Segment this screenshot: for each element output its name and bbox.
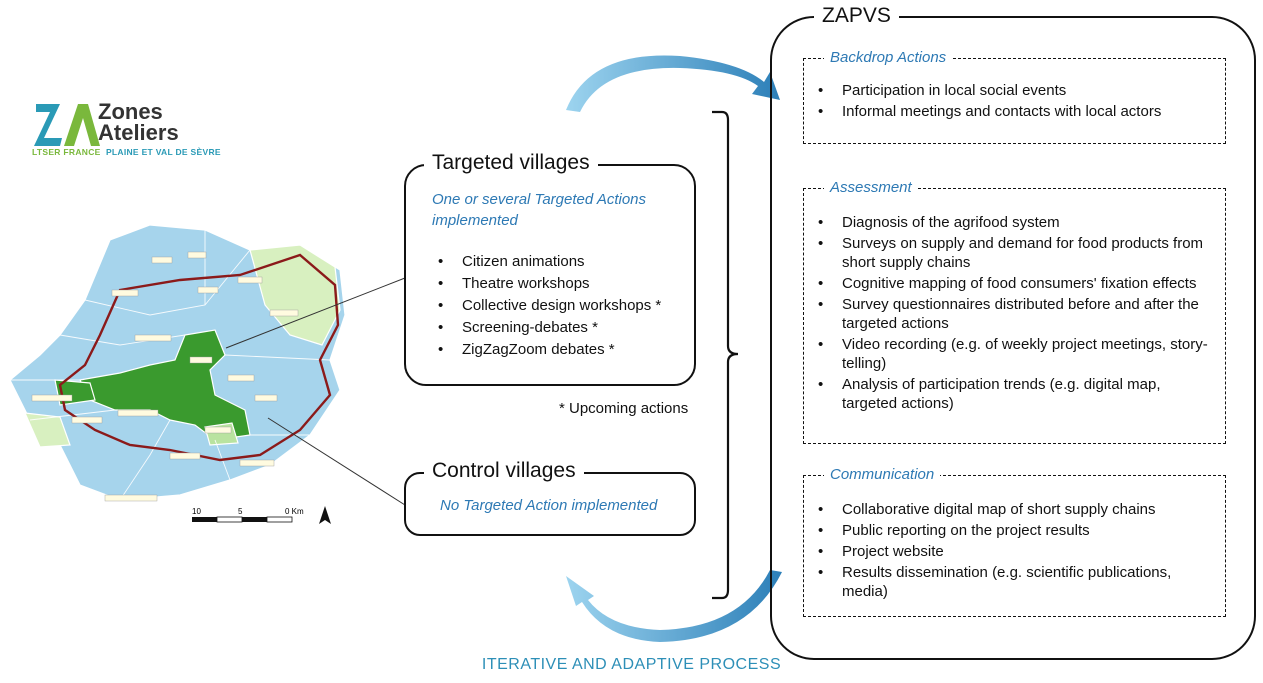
communication-list: Collaborative digital map of short suppl… (812, 500, 1212, 603)
control-villages-subtitle: No Targeted Action implemented (440, 497, 658, 514)
list-item: Diagnosis of the agrifood system (812, 213, 1212, 232)
logo-subtitle-right: PLAINE ET VAL DE SÈVRE (105, 147, 221, 157)
map-light-green-spot (204, 422, 239, 446)
list-item: Project website (812, 542, 1212, 561)
list-item: Theatre workshops (432, 274, 692, 294)
backdrop-actions-title: Backdrop Actions (824, 49, 953, 66)
list-item: Participation in local social events (812, 81, 1212, 100)
list-item: Public reporting on the project results (812, 521, 1212, 540)
communication-box (803, 475, 1226, 617)
upcoming-actions-note: * Upcoming actions (559, 400, 689, 417)
map-control-area-2 (24, 412, 71, 448)
map-scale-bar: 10 5 0 Km (192, 506, 331, 524)
list-item: Citizen animations (432, 252, 692, 272)
list-item: ZigZagZoom debates * (432, 340, 692, 360)
assessment-title: Assessment (824, 179, 918, 196)
list-item: Survey questionnaires distributed before… (812, 295, 1212, 333)
list-item: Cognitive mapping of food consumers' fix… (812, 274, 1212, 293)
bottom-cycle-arrow (566, 570, 782, 642)
logo-title-line2: Ateliers (98, 120, 179, 145)
list-item: Informal meetings and contacts with loca… (812, 102, 1212, 121)
zapvs-title: ZAPVS (814, 4, 899, 28)
logo-subtitle-left: LTSER FRANCE (32, 147, 101, 157)
logo-title-line1: Zones (98, 99, 163, 124)
list-item: Results dissemination (e.g. scientific p… (812, 563, 1212, 601)
assessment-list: Diagnosis of the agrifood system Surveys… (812, 213, 1212, 415)
list-item: Collective design workshops * (432, 296, 692, 316)
targeted-actions-list: Citizen animations Theatre workshops Col… (432, 252, 692, 362)
list-item: Screening-debates * (432, 318, 692, 338)
control-villages-title: Control villages (424, 459, 584, 483)
communication-title: Communication (824, 466, 941, 483)
logo-subtitle: LTSER FRANCE PLAINE ET VAL DE SÈVRE (32, 147, 221, 157)
north-arrow-icon (319, 506, 331, 524)
backdrop-actions-box (803, 58, 1226, 144)
top-cycle-arrow (566, 55, 780, 112)
map-boundary (58, 253, 340, 462)
process-caption: ITERATIVE AND ADAPTIVE PROCESS (481, 656, 782, 673)
territory-map (9, 224, 346, 502)
list-item: Video recording (e.g. of weekly project … (812, 335, 1212, 373)
zones-ateliers-logo (34, 104, 100, 146)
list-item: Surveys on supply and demand for food pr… (812, 234, 1212, 272)
scale-label-10: 10 (192, 507, 201, 516)
scale-label-5: 5 (238, 507, 243, 516)
list-item: Collaborative digital map of short suppl… (812, 500, 1212, 519)
scale-label-0: 0 Km (285, 507, 304, 516)
targeted-villages-subtitle: One or several Targeted Actions implemen… (432, 191, 647, 229)
zapvs-box (770, 16, 1256, 660)
bracket (712, 110, 739, 600)
list-item: Analysis of participation trends (e.g. d… (812, 375, 1212, 413)
backdrop-actions-list: Participation in local social events Inf… (812, 81, 1212, 123)
assessment-box (803, 188, 1226, 444)
targeted-villages-title: Targeted villages (424, 151, 598, 175)
